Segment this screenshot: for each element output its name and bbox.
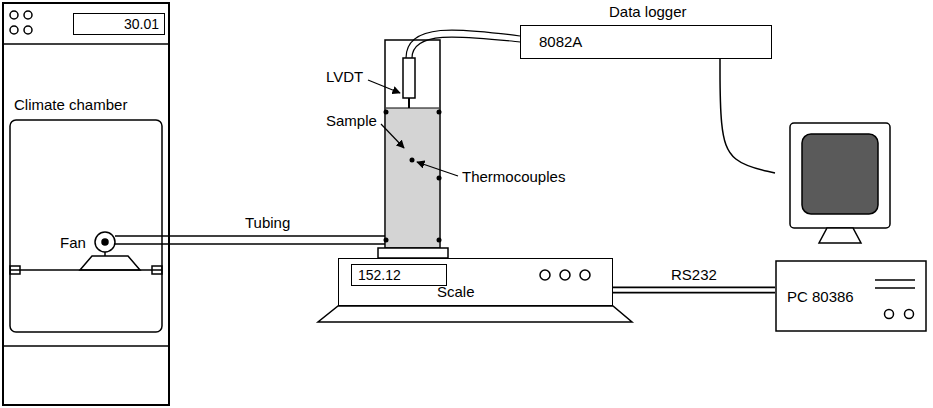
cable-core [613,288,775,292]
node-text: 152.12 [358,267,401,284]
part-label: Sample [326,112,377,129]
lvdt-wire [406,30,520,58]
sample-container [385,40,440,248]
leader-line [368,80,400,93]
temperature-display: 30.01 [73,13,165,35]
thermocouple-dot [410,158,415,163]
button [10,11,18,19]
weight-display: 152.12 [351,264,447,286]
computer: PC 80386 [775,118,928,332]
part-label: LVDT [326,68,363,85]
monitor [790,123,890,228]
fan-hub [102,239,108,245]
sample-fill [386,108,439,248]
chamber-door [10,120,162,332]
thermocouple-dot [437,176,442,181]
button [580,270,590,280]
cable-group [613,290,775,291]
panel-line [2,43,170,45]
computer-art [776,123,926,331]
shelf-bracket [10,266,20,274]
thermocouple-dot [384,238,389,243]
fan-base [80,256,140,270]
node-text: PC 80386 [787,288,854,305]
sample-container-art [384,30,521,248]
button [10,26,18,34]
button [560,270,570,280]
cable [720,59,775,173]
leader-lines [368,80,458,176]
node-subtext: 8082A [539,33,582,50]
chamber-base-line [2,345,170,347]
lvdt-wire [412,37,520,58]
drive-slot [875,279,915,281]
part-label: Thermocouples [462,168,565,185]
leader-line [417,162,458,176]
node-text: Data logger [609,3,687,20]
node-text: Climate chamber [14,96,127,113]
button [24,11,32,19]
part-label: Fan [60,234,86,251]
button [905,310,914,319]
monitor-stand [819,228,861,243]
climate-chamber: Climate chamber 30.01 [2,2,170,406]
monitor-screen [802,134,878,214]
fan-symbol [95,232,115,252]
thermocouple-dot [384,110,389,115]
button [540,270,550,280]
tubing-art [115,236,385,244]
climate-chamber-art [2,11,170,346]
lvdt-body [403,58,415,98]
computer-case [776,261,926,331]
lvdt-rod [408,98,410,108]
leader-line [381,124,404,148]
part-label: Tubing [245,214,290,231]
data-logger: Data logger8082A [520,25,772,59]
scale-base [318,306,632,322]
tube-wall [115,235,385,237]
shelf-bracket [152,266,162,274]
cable [613,287,775,294]
button [24,26,32,34]
scale-art [318,248,632,322]
drive-slot [875,287,915,289]
scale-box: Scale152.12 [338,258,613,306]
sample-top [386,108,439,109]
thermocouple-dot [437,238,442,243]
thermocouple-dot [437,110,442,115]
scale-platform [378,248,448,258]
tube-wall [115,243,385,245]
button [885,310,894,319]
cable-label: RS232 [669,266,719,283]
cable-group [720,59,775,173]
node-text: 30.01 [124,16,159,33]
